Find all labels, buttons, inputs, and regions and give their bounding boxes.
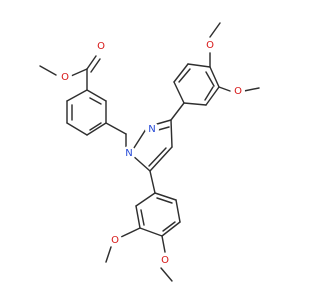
upper-para-oxygen-label-bg [203, 38, 217, 52]
ester-oxygen-to-carbonyl-bond [70, 68, 88, 77]
benzoate-ring-bond-4 [86, 122, 107, 136]
pyrazole-c3-c4-bond [170, 119, 173, 148]
benzoate-ring-bond-6 [86, 89, 107, 102]
ester-oxygen-label-bg [58, 70, 72, 84]
upper-meta-methoxy-oxygen-bond [218, 86, 231, 92]
lower-aryl-inner-double-3 [156, 197, 173, 204]
lower-meta-oxygen-label-bg [108, 233, 122, 247]
pyrazole-to-upper-aryl-bond [170, 102, 185, 121]
methyl-to-ester-oxygen-bond [39, 65, 57, 76]
lower-meta-methoxy-oxygen-bond [120, 227, 141, 238]
lower-para-methoxy-oxygen-label: O [161, 255, 169, 266]
benzoate-ring-bond-1 [66, 89, 88, 102]
chemical-structure-diagram: O O N N O O O O [39, 22, 260, 282]
lower-aryl-ring-bond-1 [135, 192, 156, 207]
upper-aryl-ring-bond-6 [183, 102, 207, 106]
upper-para-methoxy-oxygen-label: O [206, 40, 214, 51]
atom-labels: O O N N O O O O [61, 40, 242, 266]
upper-meta-oxygen-label-bg [231, 84, 245, 98]
carbonyl-double-bond-b [90, 58, 101, 73]
upper-aryl-inner-double-1 [178, 68, 191, 83]
benzoate-ring-inner-double-2 [89, 122, 102, 131]
carbonyl-oxygen-label-bg [94, 39, 108, 53]
upper-aryl-ring-bond-3 [187, 63, 211, 68]
upper-aryl-ring-bond-2 [173, 63, 189, 83]
pyrazole-c4-c5-inner-double [148, 147, 167, 167]
nitrogen-1-label-bg [122, 146, 136, 160]
upper-aryl-ring-bond-4 [209, 66, 220, 88]
pyrazole-c4-c5-bond [149, 146, 173, 172]
methyl-ester-group [39, 55, 101, 91]
upper-meta-methoxy-methyl-bond [243, 87, 260, 92]
pyrazole-to-lower-aryl-bond [149, 170, 156, 194]
lower-aryl-ring-bond-3 [139, 227, 163, 237]
lower-meta-methoxy-methyl-bond [105, 246, 112, 263]
upper-meta-methoxy-oxygen-label: O [234, 86, 242, 97]
pyrazole-c5-n1-bond [131, 154, 151, 172]
nitrogen-2-label-bg [145, 122, 159, 136]
ester-oxygen-label: O [61, 72, 69, 83]
carbonyl-oxygen-label: O [97, 41, 105, 52]
lower-para-oxygen-label-bg [158, 253, 172, 267]
upper-aryl-ring-bond-1 [173, 81, 185, 104]
carbonyl-double-bond-a [86, 55, 97, 70]
upper-dimethoxyphenyl-group [170, 22, 260, 121]
lower-aryl-inner-double-2 [162, 221, 176, 232]
upper-aryl-inner-double-2 [204, 86, 214, 101]
molecule-canvas: O O N N O O O O [39, 22, 260, 282]
pyrazole-nitrogen-1-label: N [125, 148, 132, 159]
lower-aryl-ring-bond-5 [175, 199, 181, 223]
ring-to-methylene-bond [105, 122, 127, 135]
lower-aryl-ring-bond-2 [135, 205, 141, 229]
atom-label-backgrounds [58, 38, 245, 267]
upper-aryl-inner-double-3 [205, 71, 215, 87]
lower-aryl-ring-bond-6 [154, 192, 177, 201]
lower-aryl-ring-bond-4 [161, 221, 181, 237]
lower-para-methoxy-oxygen-bond [161, 235, 166, 253]
upper-aryl-ring-bond-5 [205, 86, 220, 106]
lower-aryl-inner-double-1 [140, 209, 145, 226]
benzoate-ring-bond-3 [66, 122, 88, 136]
benzoate-ring [66, 89, 107, 136]
benzyl-linker [105, 122, 127, 153]
pyrazole-nitrogen-2-label: N [148, 124, 155, 135]
lower-meta-methoxy-oxygen-label: O [111, 235, 119, 246]
benzoate-ring-inner-double-3 [89, 97, 102, 105]
lower-para-methoxy-methyl-bond [160, 267, 173, 282]
lower-dimethoxyphenyl-group [105, 170, 181, 282]
upper-para-methoxy-methyl-bond [209, 22, 221, 38]
